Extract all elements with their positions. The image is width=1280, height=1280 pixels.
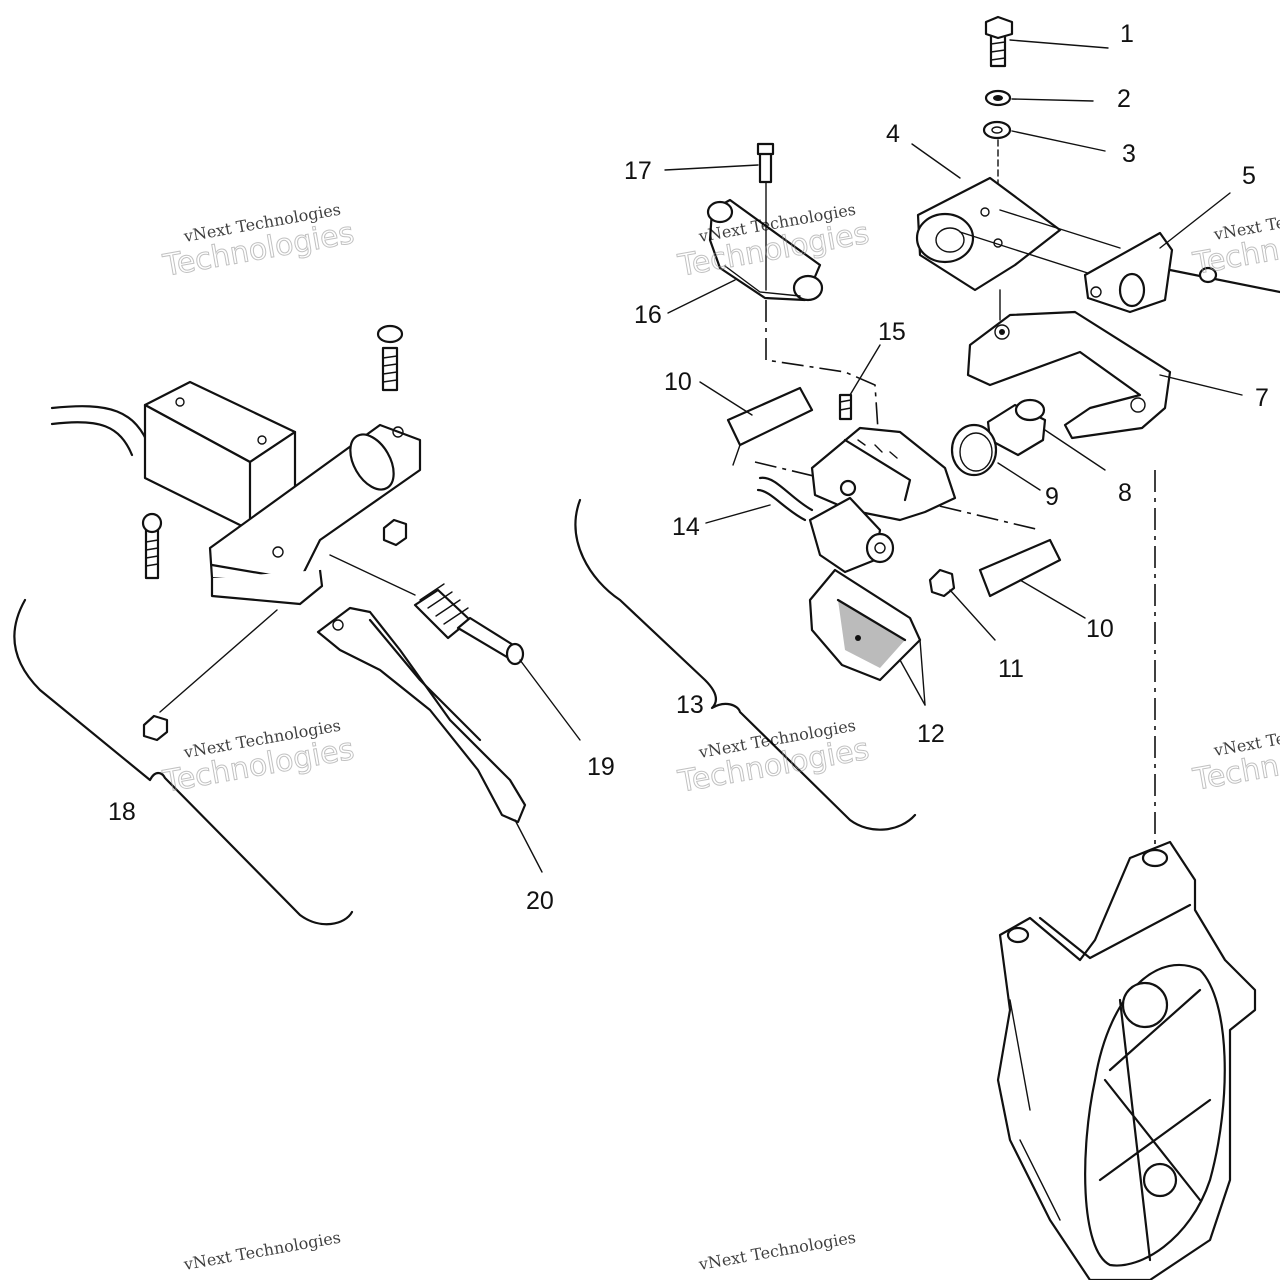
callout-labels: 1 2 3 4 5 7 17 16 15 10 14 9 8 10 11 12 … <box>108 20 1269 915</box>
callout-15: 15 <box>878 318 906 346</box>
svg-text:vNext Technologies: vNext Technologies <box>696 1228 857 1274</box>
group-bracket-18 <box>13 598 354 926</box>
watermark: vNext Technologies Technologies <box>674 716 872 801</box>
chaincase-housing <box>996 840 1257 1280</box>
caliper-nut <box>928 568 956 598</box>
watermark: vNext Technologies Technologies <box>1189 714 1280 799</box>
bleed-screw <box>838 393 853 421</box>
lever-nut <box>142 714 169 742</box>
clamp-nut <box>382 518 408 547</box>
callout-10-lower: 10 <box>1086 615 1114 643</box>
callout-17: 17 <box>624 157 652 185</box>
flat-washer <box>982 120 1012 140</box>
caliper-body <box>810 426 957 522</box>
watermark: vNext Technologies Technologies <box>1189 198 1280 283</box>
callout-19: 19 <box>587 753 615 781</box>
callout-13: 13 <box>676 691 704 719</box>
callout-4: 4 <box>886 120 900 148</box>
callout-20: 20 <box>526 887 554 915</box>
shim-upper <box>726 386 814 447</box>
mounting-screw <box>144 528 160 580</box>
housing-cover <box>1084 964 1226 1267</box>
svg-text:vNext Technologies: vNext Technologies <box>181 1228 342 1274</box>
brake-lever <box>316 606 527 824</box>
callout-3: 3 <box>1122 140 1136 168</box>
pivot-block <box>1083 231 1174 314</box>
clamp-screw <box>381 346 399 392</box>
callout-18: 18 <box>108 798 136 826</box>
watermark: vNext Technologies <box>181 1228 342 1274</box>
watermark: vNext Technologies Technologies <box>159 716 357 801</box>
callout-11: 11 <box>998 655 1024 683</box>
callout-5: 5 <box>1242 162 1256 190</box>
callout-9: 9 <box>1045 483 1059 511</box>
caliper-frame <box>966 310 1172 440</box>
group-bracket-13 <box>574 498 917 831</box>
leader-lines <box>514 39 1243 873</box>
watermark: vNext Technologies Technologies <box>159 200 357 285</box>
callout-12: 12 <box>917 720 945 748</box>
brake-hose <box>50 405 152 450</box>
callout-8: 8 <box>1118 479 1132 507</box>
pushrod <box>413 583 525 666</box>
master-cylinder-group <box>13 324 527 926</box>
caliper-group <box>574 15 1280 1280</box>
shim-lower <box>978 538 1062 598</box>
callout-14: 14 <box>672 513 700 541</box>
callout-2: 2 <box>1117 85 1131 113</box>
callout-16: 16 <box>634 301 662 329</box>
callout-7: 7 <box>1255 384 1269 412</box>
callout-1: 1 <box>1120 20 1134 48</box>
callout-10-upper: 10 <box>664 368 692 396</box>
watermark: vNext Technologies <box>696 1228 857 1274</box>
